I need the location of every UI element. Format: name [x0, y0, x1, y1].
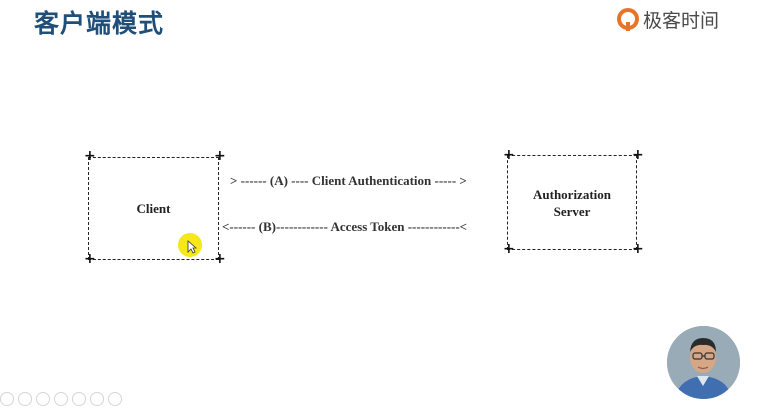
auth-server-label-line2: Server — [553, 203, 591, 219]
client-label: Client — [136, 201, 171, 216]
page-title: 客户端模式 — [34, 9, 165, 38]
mouse-pointer-icon — [187, 240, 197, 254]
corner-mark: + — [503, 241, 515, 257]
presenter-webcam — [667, 326, 740, 399]
player-control-icon[interactable] — [36, 392, 50, 406]
corner-mark: + — [214, 251, 226, 267]
corner-mark: + — [84, 148, 96, 164]
corner-mark: + — [84, 251, 96, 267]
player-control-icon[interactable] — [72, 392, 86, 406]
player-controls[interactable] — [0, 392, 122, 406]
corner-mark: + — [503, 147, 515, 163]
player-control-icon[interactable] — [54, 392, 68, 406]
corner-mark: + — [214, 148, 226, 164]
brand-logo-area: 极客时间 — [616, 6, 719, 33]
brand-name: 极客时间 — [643, 10, 720, 32]
client-authentication-arrow: > ------ (A) ---- Client Authentication … — [230, 173, 467, 188]
auth-server-label-line1: Authorization — [533, 186, 611, 202]
presenter-avatar-icon — [667, 326, 740, 399]
authorization-server-box: Authorization Server — [507, 155, 637, 250]
player-control-icon[interactable] — [108, 392, 122, 406]
corner-mark: + — [632, 241, 644, 257]
client-box: Client — [88, 157, 219, 260]
access-token-arrow: <------ (B)------------ Access Token ---… — [222, 219, 468, 234]
player-control-icon[interactable] — [90, 392, 104, 406]
player-control-icon[interactable] — [0, 392, 14, 406]
corner-mark: + — [632, 147, 644, 163]
player-control-icon[interactable] — [18, 392, 32, 406]
geektime-logo-icon — [617, 7, 639, 31]
